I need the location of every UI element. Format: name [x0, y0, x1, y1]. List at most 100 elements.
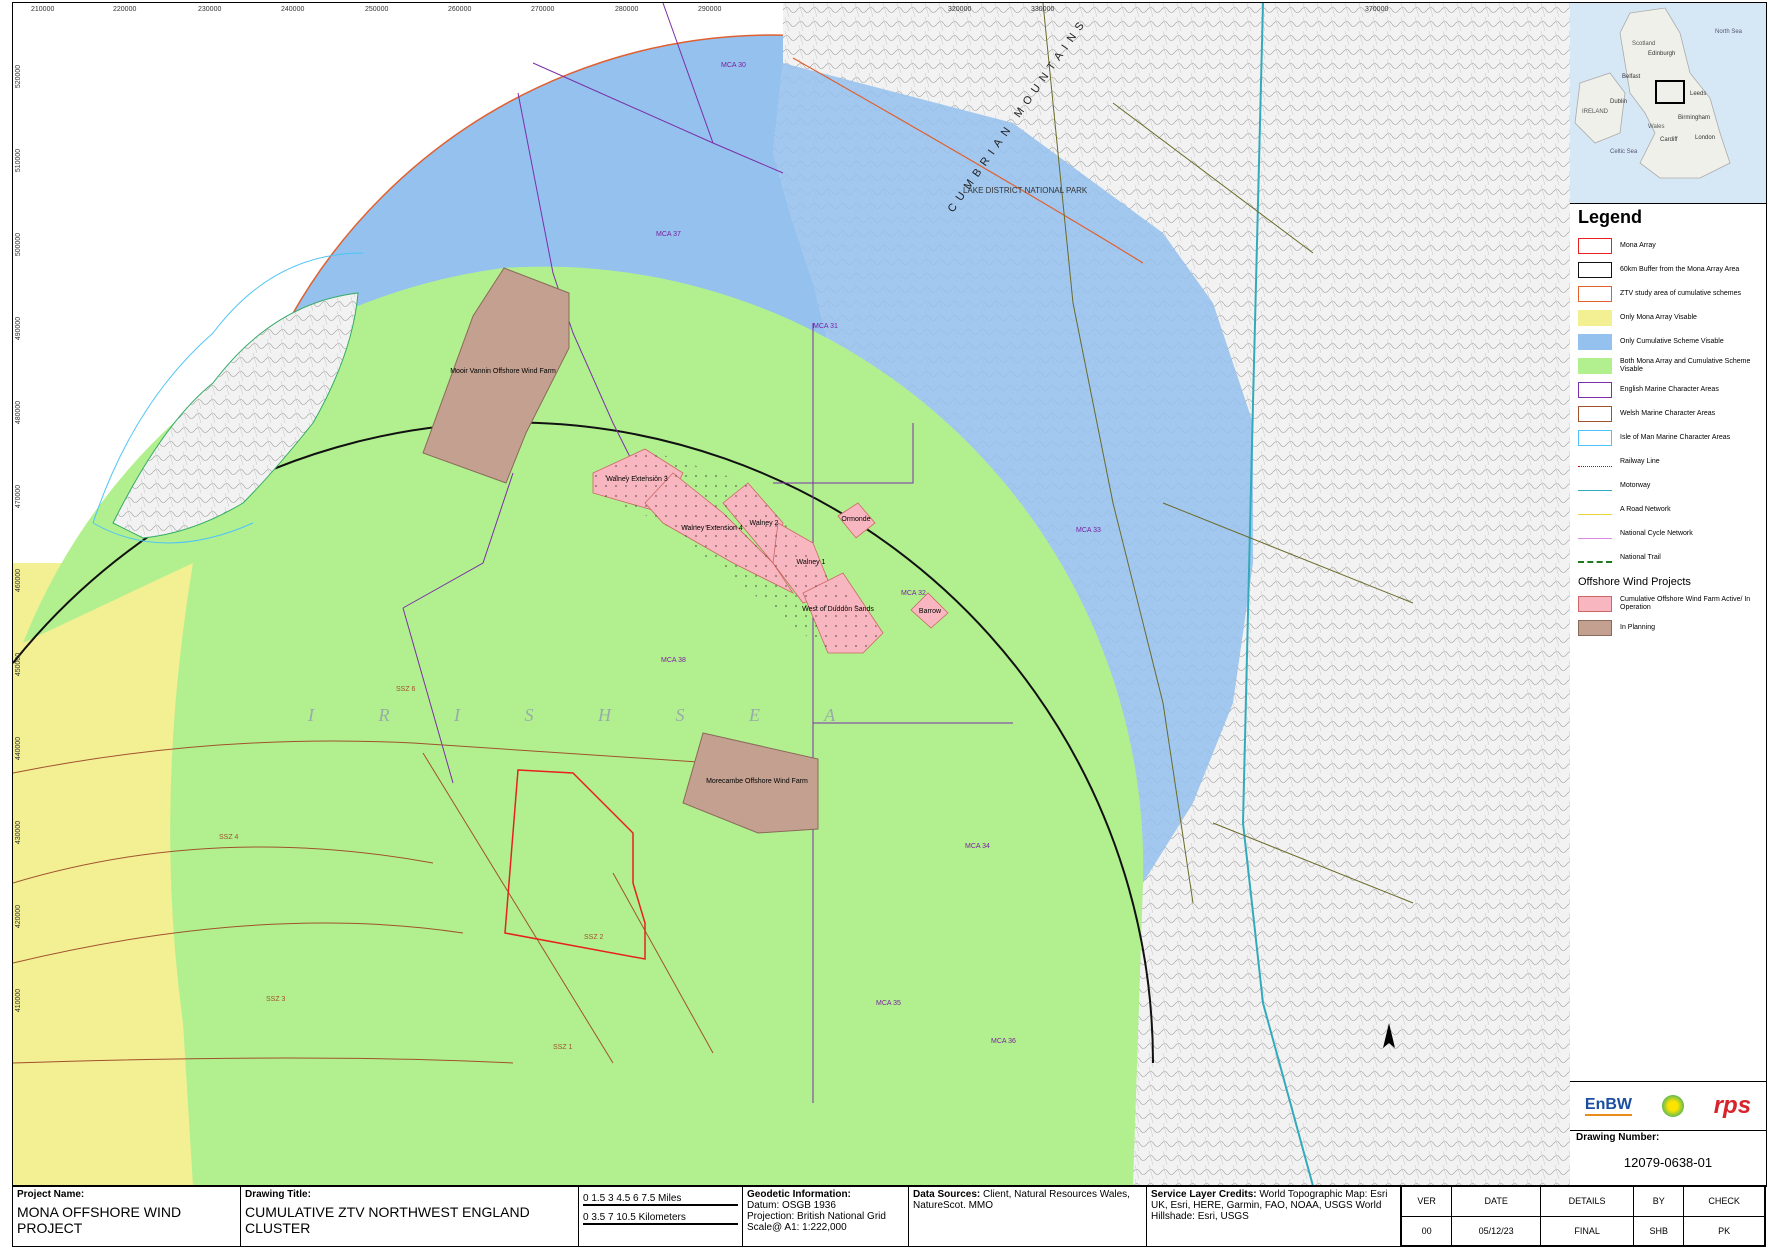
- mona-array: [504, 769, 646, 960]
- cumulative-visible-land: [773, 63, 1253, 883]
- rev-cell: FINAL: [1540, 1215, 1635, 1246]
- inset-location-map[interactable]: Scotland North Sea Edinburgh Belfast Dub…: [1570, 3, 1766, 204]
- rev-header: DATE: [1451, 1186, 1542, 1217]
- legend-swatch: [1578, 596, 1612, 612]
- road-network: [1042, 3, 1414, 904]
- rev-cell: PK: [1683, 1215, 1765, 1246]
- legend-item: Only Cumulative Scheme Visable: [1570, 330, 1766, 354]
- inset-map-svg: Scotland North Sea Edinburgh Belfast Dub…: [1574, 7, 1743, 179]
- morecambe-wind-farm: [682, 732, 819, 834]
- data-sources: Client, Natural Resources Wales, NatureS…: [913, 1189, 1130, 1211]
- grid-x-label: 250000: [365, 6, 389, 13]
- side-panel: Scotland North Sea Edinburgh Belfast Dub…: [1570, 2, 1767, 1187]
- legend-item: Mona Array: [1570, 234, 1766, 258]
- grid-y-label: 520000: [15, 64, 23, 89]
- grid-y-label: 440000: [15, 736, 23, 761]
- credits-cell: Service Layer Credits: World Topographic…: [1147, 1186, 1401, 1246]
- legend-label: In Planning: [1620, 624, 1656, 631]
- grid-y-label: 420000: [15, 904, 23, 929]
- barrow-label: Barrow: [919, 608, 942, 615]
- legend-swatch: [1578, 482, 1612, 491]
- legend-swatch: [1578, 262, 1612, 278]
- revision-cell: VER DATE DETAILS BY CHECK 00 05/12/23 FI…: [1400, 1186, 1765, 1246]
- legend-swatch: [1578, 554, 1612, 563]
- bp-logo: [1661, 1095, 1684, 1117]
- ormonde-label: Ormonde: [841, 516, 870, 523]
- ztv-map[interactable]: MCA 30 MCA 37 MCA 31 MCA 33 MCA 32 MCA 3…: [13, 3, 1571, 1186]
- inset-label: North Sea: [1715, 29, 1743, 35]
- datum: Datum: OSGB 1936: [747, 1200, 836, 1211]
- mca-31-label: MCA 31: [813, 323, 838, 330]
- inset-label: IRELAND: [1582, 109, 1609, 115]
- motorway: [1241, 3, 1314, 1186]
- geodetic-label: Geodetic Information:: [747, 1189, 851, 1200]
- data-sources-label: Data Sources:: [913, 1189, 981, 1200]
- north-arrow-icon: [1383, 1023, 1395, 1048]
- legend-item: English Marine Character Areas: [1570, 378, 1766, 402]
- inset-great-britain: [1619, 7, 1731, 179]
- walney-ext3-label: Walney Extension 3: [606, 476, 668, 483]
- scale-bar-km: 0 3.5 7 10.5 Kilometers: [583, 1212, 738, 1225]
- mca-36-label: MCA 36: [991, 1038, 1016, 1045]
- grid-x-label: 280000: [615, 6, 639, 13]
- grid-x-label: 330000: [1031, 6, 1055, 13]
- inset-label: Birmingham: [1678, 115, 1710, 121]
- legend-item: Cumulative Offshore Wind Farm Active/ In…: [1570, 592, 1766, 616]
- grid-x-label: 370000: [1365, 6, 1389, 13]
- ssz-6-label: SSZ 6: [396, 686, 416, 693]
- credits: World Topographic Map: Esri UK, Esri, HE…: [1151, 1189, 1388, 1222]
- legend-swatch: [1578, 358, 1612, 374]
- rev-header: VER: [1400, 1186, 1453, 1217]
- legend-item: Welsh Marine Character Areas: [1570, 402, 1766, 426]
- credits-label: Service Layer Credits:: [1151, 1189, 1257, 1200]
- grid-y-label: 510000: [15, 148, 23, 173]
- ssz-4-label: SSZ 4: [219, 834, 239, 841]
- legend-swatch: [1578, 506, 1612, 515]
- legend-item: Isle of Man Marine Character Areas: [1570, 426, 1766, 450]
- legend-swatch: [1578, 286, 1612, 302]
- inset-label: Celtic Sea: [1610, 149, 1638, 155]
- morecambe-label: Morecambe Offshore Wind Farm: [706, 778, 808, 785]
- isle-of-man: [112, 292, 359, 539]
- legend-title: Legend: [1578, 207, 1643, 227]
- legend-item: In Planning: [1570, 616, 1766, 640]
- mca-38-label: MCA 38: [661, 657, 686, 664]
- rev-cell: 00: [1400, 1215, 1453, 1246]
- legend-label: Isle of Man Marine Character Areas: [1620, 434, 1731, 441]
- legend-swatch: [1578, 406, 1612, 422]
- drawing-number-label: Drawing Number:: [1576, 1132, 1660, 1143]
- welsh-mca-lines: [13, 740, 714, 1064]
- grid-x-label: 270000: [531, 6, 555, 13]
- legend-label: Welsh Marine Character Areas: [1620, 410, 1716, 417]
- geodetic-cell: Geodetic Information: Datum: OSGB 1936 P…: [743, 1186, 909, 1246]
- mca-32-label: MCA 32: [901, 590, 926, 597]
- legend-label: Mona Array: [1620, 242, 1656, 249]
- legend-label: A Road Network: [1620, 506, 1671, 513]
- title-block: Project Name: MONA OFFSHORE WIND PROJECT…: [12, 1185, 1766, 1247]
- project-name: MONA OFFSHORE WIND PROJECT: [17, 1204, 182, 1236]
- legend-label: Cumulative Offshore Wind Farm Active/ In…: [1620, 596, 1751, 611]
- drawing-number-value: 12079-0638-01: [1623, 1155, 1713, 1170]
- legend-item: National Trail: [1570, 546, 1766, 570]
- mca-34-label: MCA 34: [965, 843, 990, 850]
- both-visible-lower: [181, 563, 1133, 1035]
- grid-y-label: 500000: [15, 232, 23, 257]
- ormonde: [837, 502, 876, 539]
- rps-logo: rps: [1713, 1092, 1752, 1119]
- grid-x-label: 220000: [113, 6, 137, 13]
- walney-ext4-label: Walney Extension 4: [681, 525, 743, 532]
- walney-dots: [593, 449, 883, 653]
- drawing-number-box: Drawing Number: 12079-0638-01: [1570, 1129, 1766, 1186]
- map-frame[interactable]: MCA 30 MCA 37 MCA 31 MCA 33 MCA 32 MCA 3…: [12, 2, 1572, 1187]
- barrow: [910, 592, 949, 629]
- irish-sea-label: I R I S H S E A: [307, 705, 865, 725]
- lake-district-label: LAKE DISTRICT NATIONAL PARK: [963, 186, 1088, 195]
- grid-x-label: 240000: [281, 6, 305, 13]
- rev-header: DETAILS: [1540, 1186, 1635, 1217]
- legend-swatch: [1578, 238, 1612, 254]
- legend-item: 60km Buffer from the Mona Array Area: [1570, 258, 1766, 282]
- legend-swatch: [1578, 620, 1612, 636]
- legend: Legend Mona Array 60km Buffer from the Mo…: [1570, 203, 1766, 640]
- legend-swatch: [1578, 530, 1612, 539]
- logo-box: EnBW rps: [1570, 1081, 1766, 1131]
